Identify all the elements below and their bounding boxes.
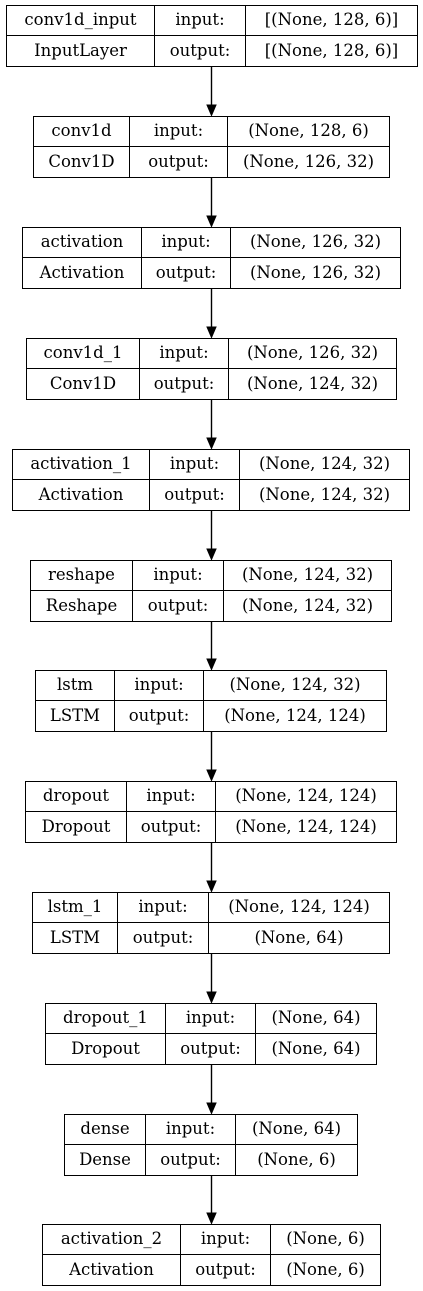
layer-name: dropout <box>26 782 127 812</box>
edge-arrowhead <box>206 991 217 1004</box>
output-label: output: <box>150 480 240 510</box>
edge-arrowhead <box>206 1102 217 1115</box>
output-shape: (None, 64) <box>254 927 344 947</box>
output-label: output: <box>181 1255 271 1285</box>
layer-type: LSTM <box>36 701 115 731</box>
output-shape: (None, 124, 32) <box>246 373 379 393</box>
layer-type: Activation <box>23 258 142 288</box>
input-shape: (None, 124, 32) <box>224 561 391 591</box>
layer-type: Activation <box>13 480 150 510</box>
input-shape: (None, 64) <box>256 1004 376 1034</box>
output-shape: (None, 124, 32) <box>258 484 391 504</box>
layer-name: activation_2 <box>43 1225 181 1255</box>
input-shape: (None, 64) <box>236 1115 357 1145</box>
input-shape: [(None, 128, 6)] <box>246 6 417 36</box>
input-label: input: <box>146 1115 236 1145</box>
input-shape: (None, 124, 32) <box>240 450 409 480</box>
input-label: input: <box>133 561 224 591</box>
output-shape: (None, 124, 124) <box>224 705 366 725</box>
layer-name: activation <box>23 228 142 258</box>
layer-type: Conv1D <box>34 147 130 177</box>
edge-arrowhead <box>206 326 217 339</box>
input-shape: (None, 124, 32) <box>204 671 386 701</box>
output-shape: (None, 124, 124) <box>235 816 377 836</box>
layer-name: conv1d_input <box>7 6 155 36</box>
edge-arrowhead <box>206 658 217 671</box>
output-label: output: <box>140 369 229 399</box>
output-shape: (None, 126, 32) <box>242 151 375 171</box>
edge-arrowhead <box>206 104 217 117</box>
input-label: input: <box>150 450 240 480</box>
layer-name: lstm_1 <box>33 893 118 923</box>
input-shape: (None, 6) <box>271 1225 380 1255</box>
layer-name: dense <box>65 1115 146 1145</box>
layer-name: activation_1 <box>13 450 150 480</box>
output-shape: [(None, 128, 6)] <box>264 40 399 60</box>
layer-name: lstm <box>36 671 115 701</box>
edge-arrowhead <box>206 437 217 450</box>
layer-type: LSTM <box>33 923 118 953</box>
output-label: output: <box>130 147 228 177</box>
input-shape: (None, 124, 124) <box>216 782 396 812</box>
output-label: output: <box>146 1145 236 1175</box>
input-label: input: <box>166 1004 256 1034</box>
input-label: input: <box>115 671 204 701</box>
input-label: input: <box>155 6 246 36</box>
layer-type: Conv1D <box>27 369 140 399</box>
output-shape: (None, 124, 32) <box>241 595 374 615</box>
input-shape: (None, 126, 32) <box>229 339 396 369</box>
input-label: input: <box>142 228 231 258</box>
input-shape: (None, 126, 32) <box>231 228 400 258</box>
layer-type: Dropout <box>26 812 127 842</box>
output-label: output: <box>166 1034 256 1064</box>
output-shape: (None, 126, 32) <box>249 262 382 282</box>
edge-arrowhead <box>206 880 217 893</box>
layer-name: conv1d <box>34 117 130 147</box>
input-label: input: <box>181 1225 271 1255</box>
edge-arrowhead <box>206 215 217 228</box>
layer-type: Activation <box>43 1255 181 1285</box>
output-label: output: <box>127 812 216 842</box>
input-label: input: <box>130 117 228 147</box>
layer-type: Dropout <box>46 1034 166 1064</box>
layer-type: InputLayer <box>7 36 155 66</box>
input-shape: (None, 128, 6) <box>228 117 389 147</box>
layer-type: Reshape <box>31 591 133 621</box>
layer-name: dropout_1 <box>46 1004 166 1034</box>
layer-type: Dense <box>65 1145 146 1175</box>
output-label: output: <box>133 591 224 621</box>
edge-arrowhead <box>206 1212 217 1225</box>
input-label: input: <box>118 893 209 923</box>
output-shape: (None, 6) <box>286 1259 365 1279</box>
input-label: input: <box>127 782 216 812</box>
edge-arrowhead <box>206 769 217 782</box>
input-shape: (None, 124, 124) <box>209 893 389 923</box>
output-label: output: <box>142 258 231 288</box>
output-label: output: <box>115 701 204 731</box>
edge-arrowhead <box>206 548 217 561</box>
output-shape: (None, 64) <box>271 1038 361 1058</box>
output-label: output: <box>155 36 246 66</box>
layer-name: reshape <box>31 561 133 591</box>
input-label: input: <box>140 339 229 369</box>
output-label: output: <box>118 923 209 953</box>
layer-name: conv1d_1 <box>27 339 140 369</box>
output-shape: (None, 6) <box>257 1149 336 1169</box>
